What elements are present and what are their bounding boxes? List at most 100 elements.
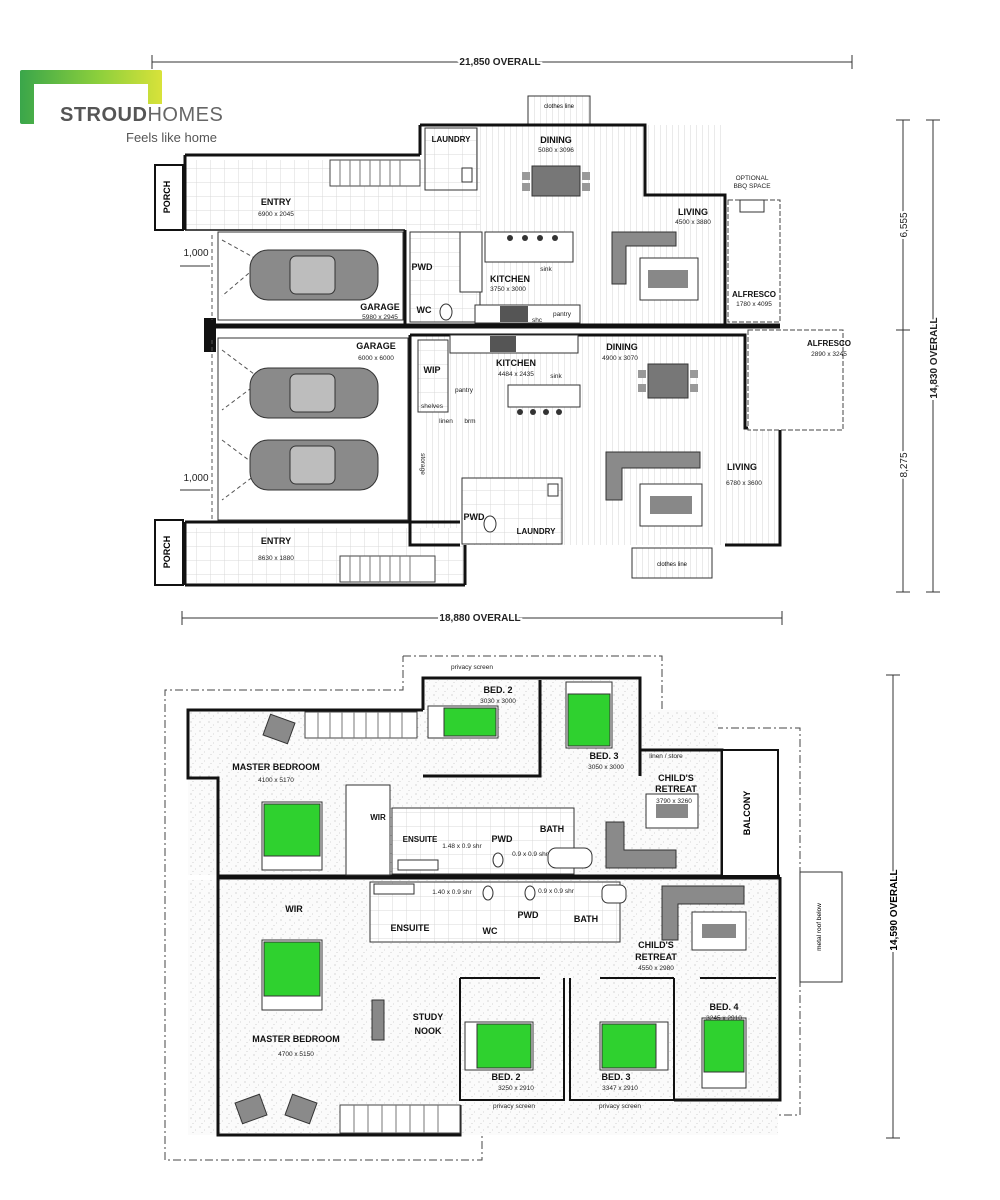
- linen-store-label: linen / store: [649, 753, 683, 760]
- privacy-screen-top: privacy screen: [451, 664, 493, 671]
- childs-b-label-2: RETREAT: [635, 952, 677, 962]
- wip: [417, 339, 449, 413]
- garage-a-label: GARAGE: [360, 302, 400, 312]
- bbq-line1: OPTIONAL: [736, 175, 769, 182]
- childs-a-size: 3790 x 3260: [656, 798, 692, 805]
- top-overall-dimension: 21,850 OVERALL: [459, 57, 540, 68]
- bottom-overall-dimension: 18,880 OVERALL: [439, 613, 520, 624]
- childs-a-label-2: RETREAT: [655, 784, 697, 794]
- dining-b-size: 4900 x 3070: [602, 355, 638, 362]
- bed3-a-size: 3050 x 3000: [588, 764, 624, 771]
- clothes-line-bottom: [631, 547, 713, 579]
- sofa-icon: [611, 231, 677, 285]
- laundry-a-label: LAUNDRY: [432, 135, 471, 144]
- boundary-post: [204, 318, 216, 352]
- entry-b-size: 8630 x 1880: [258, 555, 294, 562]
- car-icon: [249, 249, 379, 301]
- wc-b-label: WC: [483, 926, 498, 936]
- porch-a-label: PORCH: [162, 181, 172, 214]
- sink-a-label: sink: [540, 266, 552, 273]
- stairs-a: [329, 159, 421, 187]
- shower-b-label: 0.9 x 0.9 shr: [512, 851, 549, 858]
- kitchen-island-a: [484, 231, 574, 263]
- bathtub-icon: [547, 847, 593, 869]
- clothes-line-bottom-label: clothes line: [657, 562, 688, 568]
- childs-a-label: CHILD'S: [658, 773, 694, 783]
- garage-b-label: GARAGE: [356, 341, 396, 351]
- bbq-line2: BBQ SPACE: [733, 183, 771, 190]
- pantry-a-label: pantry: [553, 311, 572, 318]
- pwd-b-label: PWD: [464, 512, 485, 522]
- side-dimension-a: 6,555: [899, 212, 910, 237]
- dining-b-label: DINING: [606, 342, 638, 352]
- garage-a-size: 5980 x 2945: [362, 314, 398, 321]
- bed4-b-label: BED. 4: [709, 1002, 738, 1012]
- master-b-label: MASTER BEDROOM: [252, 1034, 340, 1044]
- bed2-a-size: 3030 x 3000: [480, 698, 516, 705]
- bed2-b-size: 3250 x 2910: [498, 1085, 534, 1092]
- alfresco-a-size: 1780 x 4095: [736, 301, 772, 308]
- ensuite-b-label: ENSUITE: [390, 923, 429, 933]
- bed3-b-label: BED. 3: [601, 1072, 630, 1082]
- pwd-upper-a-label: PWD: [492, 834, 513, 844]
- dining-a-size: 5080 x 3096: [538, 147, 574, 154]
- sofa-icon: [605, 451, 701, 501]
- clothes-line-top: [527, 95, 591, 125]
- bed-icon: [565, 681, 613, 749]
- dining-a-label: DINING: [540, 135, 572, 145]
- master-b-size: 4700 x 5150: [278, 1051, 314, 1058]
- stairs-b: [339, 555, 436, 583]
- shower-c-label: 1.40 x 0.9 shr: [432, 889, 472, 896]
- wir-b-label: WIR: [285, 904, 303, 914]
- garage-b-size: 6000 x 6000: [358, 355, 394, 362]
- porch-b: [154, 519, 184, 586]
- upper-total-dimension: 14,590 OVERALL: [889, 869, 900, 950]
- pwd-a-label: PWD: [412, 262, 433, 272]
- privacy-screen-b2: privacy screen: [599, 1103, 641, 1110]
- alfresco-a-label: ALFRESCO: [732, 290, 776, 299]
- pwd-laundry-b: [461, 477, 563, 545]
- linen-label: linen: [439, 418, 453, 425]
- bed-icon: [701, 1017, 747, 1089]
- entry-b-label: ENTRY: [261, 536, 291, 546]
- setback-dimension-b: 1,000: [183, 473, 208, 484]
- study-desk-icon: [371, 999, 385, 1041]
- kitchen-a-label: KITCHEN: [490, 274, 530, 284]
- side-total-dimension: 14,830 OVERALL: [929, 317, 940, 398]
- logo-wordmark: STROUDHOMES: [60, 104, 228, 127]
- bed3-a-label: BED. 3: [589, 751, 618, 761]
- stairs-upper-a: [304, 711, 418, 739]
- entry-a-size: 6900 x 2045: [258, 211, 294, 218]
- living-b-size: 6780 x 3600: [726, 480, 762, 487]
- alfresco-a: [727, 199, 781, 323]
- alfresco-b-label: ALFRESCO: [807, 339, 851, 348]
- clothes-line-top-label: clothes line: [544, 104, 575, 110]
- bbq-icon: [739, 199, 765, 213]
- logo-tagline: Feels like home: [126, 130, 218, 145]
- garage-b: [217, 337, 409, 521]
- bed-icon: [599, 1021, 669, 1071]
- wc-a-label: WC: [417, 305, 432, 315]
- fridge-space-a: [459, 231, 483, 293]
- wir-a-label: WIR: [370, 813, 386, 822]
- armchair-icon: [262, 713, 296, 745]
- porch-b-label: PORCH: [162, 536, 172, 569]
- shower-a-label: 1.48 x 0.9 shr: [442, 843, 482, 850]
- shelves-label: shelves: [421, 403, 444, 410]
- kitchen-a-size: 3750 x 3000: [490, 286, 526, 293]
- kitchen-b-size: 4484 x 2435: [498, 371, 534, 378]
- living-b-label: LIVING: [727, 462, 757, 472]
- shower-d-label: 0.9 x 0.9 shr: [538, 888, 575, 895]
- balcony: [721, 749, 779, 877]
- kitchen-island-b: [507, 384, 581, 408]
- living-a-label: LIVING: [678, 207, 708, 217]
- dining-table-icon: [531, 165, 581, 197]
- storage-label: storage: [419, 453, 426, 475]
- armchair-icon: [234, 1093, 268, 1125]
- living-a-size: 4500 x 3880: [675, 219, 711, 226]
- master-a-size: 4100 x 5170: [258, 777, 294, 784]
- laundry-b-label: LAUNDRY: [517, 527, 556, 536]
- kitchen-b-label: KITCHEN: [496, 358, 536, 368]
- master-a-label: MASTER BEDROOM: [232, 762, 320, 772]
